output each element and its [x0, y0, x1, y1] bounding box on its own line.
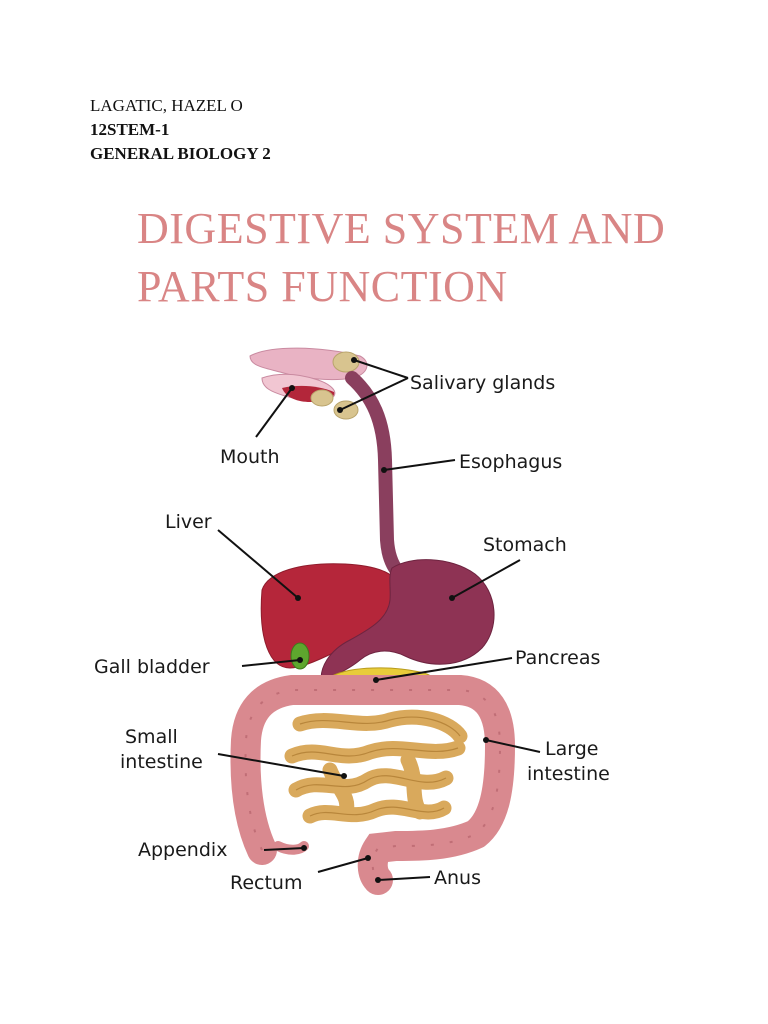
- label-stomach: Stomach: [483, 534, 567, 556]
- gall-bladder-illustration: [290, 642, 310, 670]
- label-gall-bladder: Gall bladder: [94, 656, 210, 678]
- student-name: LAGATIC, HAZEL O: [90, 96, 243, 115]
- esophagus-illustration: [345, 371, 405, 579]
- label-liver: Liver: [165, 511, 212, 533]
- label-anus: Anus: [434, 867, 481, 889]
- label-large-intestine-line-2: intestine: [527, 763, 610, 785]
- page-title: DIGESTIVE SYSTEM AND PARTS FUNCTION: [137, 200, 737, 316]
- title-line-2: PARTS FUNCTION: [137, 262, 508, 311]
- label-pancreas: Pancreas: [515, 647, 600, 669]
- label-small-intestine-line-1: Small: [125, 726, 178, 748]
- label-large-intestine-line-1: Large: [545, 738, 598, 760]
- label-appendix: Appendix: [138, 839, 227, 861]
- leader-lines: [217, 357, 541, 883]
- title-line-1: DIGESTIVE SYSTEM AND: [137, 204, 666, 253]
- subject-name: GENERAL BIOLOGY 2: [90, 144, 271, 163]
- label-salivary-glands: Salivary glands: [410, 372, 555, 394]
- label-small-intestine-line-2: intestine: [120, 751, 203, 773]
- small-intestine-illustration: [284, 709, 468, 824]
- student-header: LAGATIC, HAZEL O 12STEM-1 GENERAL BIOLOG…: [90, 94, 271, 166]
- stomach-illustration: [320, 559, 495, 685]
- label-esophagus: Esophagus: [459, 451, 562, 473]
- label-mouth: Mouth: [220, 446, 280, 468]
- liver-illustration: [260, 563, 401, 669]
- salivary-glands-illustration: [310, 351, 360, 420]
- label-rectum: Rectum: [230, 872, 302, 894]
- student-section: 12STEM-1: [90, 120, 170, 139]
